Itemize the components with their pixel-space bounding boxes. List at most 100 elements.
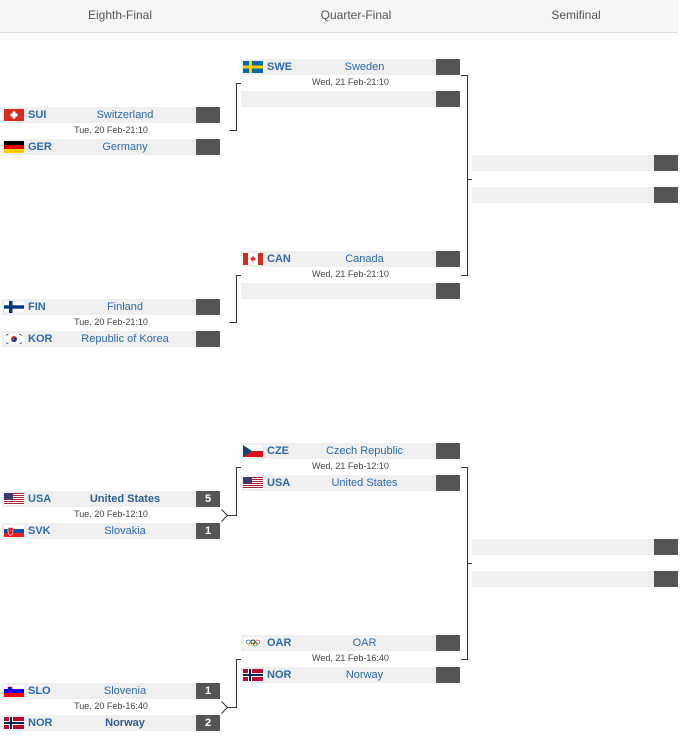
- team-name[interactable]: Germany: [102, 141, 148, 153]
- quarter-match-2-team-2[interactable]: [241, 283, 460, 299]
- match-date: Wed, 21 Feb-21:10: [312, 77, 389, 87]
- team-name[interactable]: Slovakia: [104, 525, 146, 537]
- team-code[interactable]: FIN: [28, 301, 46, 313]
- score-box: 5: [196, 491, 220, 507]
- team-name[interactable]: United States: [89, 493, 161, 505]
- match-date: Wed, 21 Feb-21:10: [312, 269, 389, 279]
- eighth-match-2-team-2[interactable]: KOR Republic of Korea: [2, 331, 220, 347]
- team-code[interactable]: KOR: [28, 333, 53, 345]
- eighth-match-1-team-2[interactable]: GER Germany: [2, 139, 220, 155]
- team-name[interactable]: Norway: [345, 669, 384, 681]
- semi-match-1-team-1[interactable]: [472, 155, 678, 171]
- team-name[interactable]: Czech Republic: [325, 445, 404, 457]
- eighth-match-1-team-1[interactable]: SUI Switzerland: [2, 107, 220, 123]
- score-box: [654, 187, 678, 203]
- team-name[interactable]: Switzerland: [96, 109, 154, 121]
- eighth-match-4-team-1[interactable]: SLO Slovenia 1: [2, 683, 220, 699]
- team-code[interactable]: NOR: [28, 717, 53, 729]
- rounds-header: Eighth-Final Quarter-Final Semifinal: [0, 0, 678, 33]
- team-code[interactable]: OAR: [267, 637, 292, 649]
- quarter-match-3-team-2[interactable]: USA United States: [241, 475, 460, 491]
- connector-eighth-2: [229, 275, 241, 323]
- match-date: Wed, 21 Feb-12:10: [312, 461, 389, 471]
- score-box: [654, 539, 678, 555]
- score-box: [436, 475, 460, 491]
- flag-nor-icon: [4, 717, 24, 729]
- score-box: [436, 251, 460, 267]
- connector-eighth-4: [227, 659, 241, 708]
- quarter-match-1-team-1[interactable]: SWE Sweden: [241, 59, 460, 75]
- score-box: [654, 571, 678, 587]
- connector-eighth-3: [227, 467, 241, 516]
- score-box: [196, 299, 220, 315]
- connector-quarter-top: [461, 75, 472, 276]
- team-code[interactable]: SVK: [28, 525, 51, 537]
- flag-kor-icon: [4, 333, 24, 345]
- score-box: [436, 667, 460, 683]
- score-box: [436, 635, 460, 651]
- team-name[interactable]: Canada: [345, 253, 384, 265]
- eighth-match-2-team-1[interactable]: FIN Finland: [2, 299, 220, 315]
- team-code[interactable]: GER: [28, 141, 52, 153]
- winner-arrow-icon: [221, 701, 229, 714]
- eighth-match-3-team-2[interactable]: SVK Slovakia 1: [2, 523, 220, 539]
- semi-match-1-team-2[interactable]: [472, 187, 678, 203]
- score-box: [436, 443, 460, 459]
- team-code[interactable]: CZE: [267, 445, 289, 457]
- team-code[interactable]: NOR: [267, 669, 292, 681]
- flag-svk-icon: [4, 525, 24, 537]
- round-title-semifinal: Semifinal: [551, 8, 601, 22]
- semi-match-2-team-2[interactable]: [472, 571, 678, 587]
- team-name[interactable]: OAR: [352, 637, 377, 649]
- round-title-quarter: Quarter-Final: [320, 8, 392, 22]
- semi-match-2-team-1[interactable]: [472, 539, 678, 555]
- flag-nor-icon: [243, 669, 263, 681]
- team-code[interactable]: SWE: [267, 61, 293, 73]
- team-name[interactable]: Slovenia: [103, 685, 147, 697]
- flag-usa-icon: [4, 493, 24, 505]
- quarter-match-3-team-1[interactable]: CZE Czech Republic: [241, 443, 460, 459]
- score-box: [436, 59, 460, 75]
- score-box: 1: [196, 683, 220, 699]
- winner-arrow-icon: [221, 509, 229, 522]
- round-title-eighth: Eighth-Final: [87, 8, 153, 22]
- flag-fin-icon: [4, 301, 24, 313]
- team-code[interactable]: USA: [267, 477, 291, 489]
- eighth-match-3-team-1[interactable]: USA United States 5: [2, 491, 220, 507]
- team-name[interactable]: Sweden: [344, 61, 385, 73]
- connector-quarter-bottom: [461, 467, 472, 660]
- team-code[interactable]: SLO: [28, 685, 51, 697]
- connector-eighth-1: [229, 83, 241, 131]
- match-date: Tue, 20 Feb-12:10: [74, 509, 148, 519]
- team-code[interactable]: USA: [28, 493, 52, 505]
- score-box: [196, 331, 220, 347]
- eighth-match-4-team-2[interactable]: NOR Norway 2: [2, 715, 220, 731]
- flag-can-icon: [243, 253, 263, 265]
- team-name[interactable]: Republic of Korea: [81, 333, 169, 345]
- flag-usa-icon: [243, 477, 263, 489]
- match-date: Tue, 20 Feb-21:10: [74, 317, 148, 327]
- team-name[interactable]: Norway: [105, 717, 145, 729]
- quarter-match-2-team-1[interactable]: CAN Canada: [241, 251, 460, 267]
- team-name[interactable]: Finland: [106, 301, 144, 313]
- score-box: 2: [196, 715, 220, 731]
- team-code[interactable]: SUI: [28, 109, 47, 121]
- team-code[interactable]: CAN: [267, 253, 291, 265]
- flag-sui-icon: [4, 109, 24, 121]
- quarter-match-1-team-2[interactable]: [241, 91, 460, 107]
- flag-swe-icon: [243, 61, 263, 73]
- team-name[interactable]: United States: [331, 477, 398, 489]
- score-box: [196, 107, 220, 123]
- quarter-match-4-team-1[interactable]: OAR OAR: [241, 635, 460, 651]
- score-box: [436, 283, 460, 299]
- match-date: Tue, 20 Feb-16:40: [74, 701, 148, 711]
- flag-oar-icon: [243, 637, 263, 649]
- flag-cze-icon: [243, 445, 263, 457]
- score-box: 1: [196, 523, 220, 539]
- match-date: Wed, 21 Feb-16:40: [312, 653, 389, 663]
- score-box: [196, 139, 220, 155]
- quarter-match-4-team-2[interactable]: NOR Norway: [241, 667, 460, 683]
- score-box: [436, 91, 460, 107]
